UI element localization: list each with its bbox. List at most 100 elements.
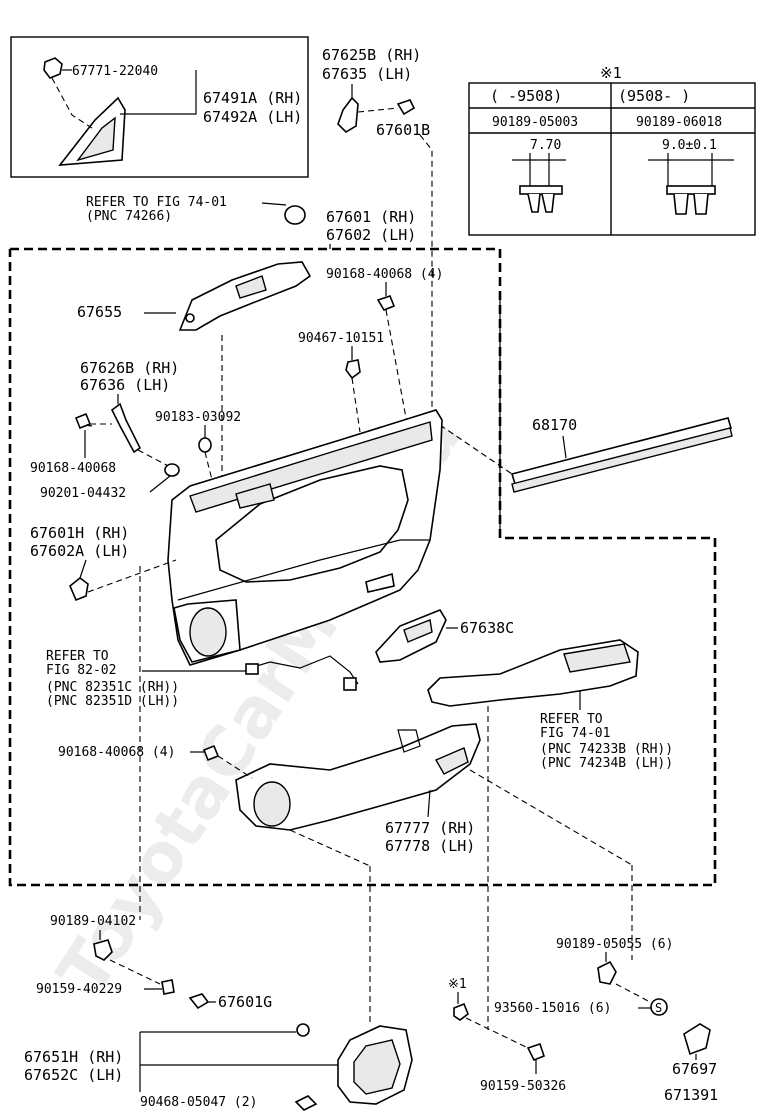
clip-90189b [597, 960, 617, 985]
wire-harness [249, 655, 359, 685]
bracket-67625b [337, 96, 359, 134]
clip-90467 [345, 359, 361, 380]
label-refer3b: FIG 74-01 [540, 726, 610, 741]
label-star1: ※1 [448, 977, 467, 992]
label-refer1b: (PNC 74266) [86, 209, 172, 224]
label-refer3c: (PNC 74233B (RH)) [540, 742, 673, 757]
screw-90168a [376, 295, 396, 311]
label-90159a: 90159-40229 [36, 982, 122, 997]
label-67635: 67635 (LH) [322, 65, 412, 83]
weatherstrip-68170 [510, 417, 733, 485]
label-refer2a: REFER TO [46, 649, 109, 664]
label-refer2d: (PNC 82351D (LH)) [46, 694, 179, 709]
leader-dashed [385, 309, 413, 451]
leader [261, 202, 287, 206]
symbol-s: S [655, 1001, 662, 1015]
label-67602: 67602 (LH) [326, 226, 416, 244]
label-refer2b: FIG 82-02 [46, 663, 116, 678]
label-90159b: 90159-50326 [480, 1079, 566, 1094]
assembly-bracket [10, 247, 502, 291]
label-90168b: 90168-40068 [30, 461, 116, 476]
door-trim-armrest-area [215, 465, 409, 583]
grommet-90183 [198, 437, 212, 453]
clip-90189-06018-head [666, 185, 716, 195]
wire-connector [245, 663, 259, 675]
label-67601b: 67601B [376, 121, 430, 139]
label-refer2c: (PNC 82351C (RH)) [46, 680, 179, 695]
label-90201: 90201-04432 [40, 486, 126, 501]
door-trim-crease [177, 539, 430, 601]
upper-panel-hole [185, 313, 195, 323]
leader [427, 789, 431, 818]
trim-small-recess [365, 572, 395, 593]
label-67778: 67778 (LH) [385, 837, 475, 855]
leader-dashed [357, 107, 399, 113]
label-67626b: 67626B (RH) [80, 359, 179, 377]
label-67638c: 67638C [460, 619, 514, 637]
clip-90189-05003-legs [527, 193, 555, 213]
label-67601: 67601 (RH) [326, 208, 416, 226]
lower-trim-speaker-hole [253, 781, 291, 827]
screw-90159b [526, 1042, 545, 1062]
switch-panel [563, 643, 631, 673]
weatherstrip-68170-lower [511, 427, 733, 493]
leader-dashed [439, 424, 513, 475]
leader [149, 475, 171, 493]
label-93560: 93560-15016 (6) [494, 1001, 611, 1016]
label-refer3d: (PNC 74234B (LH)) [540, 756, 673, 771]
label-90168c: 90168-40068 (4) [58, 745, 175, 760]
symbol-s-circle [650, 998, 668, 1016]
table-col1-head: ( -9508) [490, 87, 562, 105]
leader-dashed [289, 829, 371, 867]
figure-number: 671391 [664, 1086, 718, 1104]
label-67771: 67771-22040 [72, 64, 158, 79]
label-90467: 90467-10151 [298, 331, 384, 346]
plate-67638c-cutout [403, 619, 433, 643]
leader-dashed [217, 755, 253, 779]
inset-box [10, 36, 309, 178]
table-col2-part: 90189-06018 [636, 115, 722, 130]
screw-90159a [161, 979, 175, 995]
speaker-cover-grille [76, 116, 116, 162]
cover-67697 [683, 1023, 711, 1056]
table-col2-head: (9508- ) [618, 87, 690, 105]
leader-dashed [87, 559, 177, 593]
clip-90189-05003-head [519, 185, 563, 195]
leader-dashed [469, 769, 633, 866]
table-marker: ※1 [600, 64, 622, 82]
leader-dashed [51, 77, 96, 131]
label-90468: 90468-05047 (2) [140, 1095, 257, 1110]
clip-90189a [93, 939, 113, 961]
label-90183: 90183-03092 [155, 410, 241, 425]
label-67601h: 67601H (RH) [30, 524, 129, 542]
screw-67601b [396, 99, 416, 116]
speaker-opening [189, 607, 227, 657]
clip-90189-06018-legs [673, 193, 709, 215]
label-67601g: 67601G [218, 993, 272, 1011]
lower-trim-edge [397, 729, 421, 753]
leader-dashed [351, 377, 361, 433]
leader [562, 435, 567, 459]
label-90189b: 90189-05055 (6) [556, 937, 673, 952]
clip-90468 [294, 1095, 318, 1111]
label-67651h: 67651H (RH) [24, 1048, 123, 1066]
label-refer1a: REFER TO FIG 74-01 [86, 195, 227, 210]
assembly-bracket [8, 249, 717, 887]
label-67777: 67777 (RH) [385, 819, 475, 837]
label-67652c: 67652C (LH) [24, 1066, 123, 1084]
cap-74266 [284, 205, 306, 225]
nut-90201 [164, 463, 180, 477]
grommet-bottom [296, 1023, 310, 1037]
label-67625b: 67625B (RH) [322, 46, 421, 64]
lower-trim-recess [435, 747, 469, 775]
label-67655: 67655 [77, 303, 122, 321]
wire-connector [343, 677, 357, 691]
lower-trim-67777 [235, 723, 481, 831]
label-67491a: 67491A (RH) [203, 89, 302, 107]
table-col2-dim: 9.0±0.1 [662, 138, 717, 153]
upper-panel-handle-recess [235, 275, 267, 299]
label-68170: 68170 [532, 416, 577, 434]
label-90189a: 90189-04102 [50, 914, 136, 929]
label-67492a: 67492A (LH) [203, 108, 302, 126]
